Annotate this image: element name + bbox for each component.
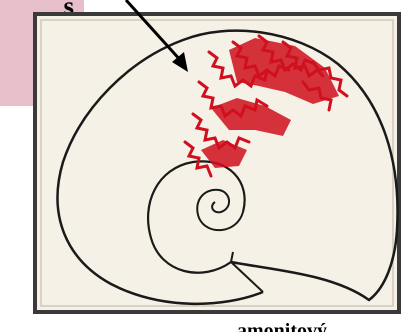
caption-text: amonitový: [237, 318, 327, 332]
caption-clip: amonitový: [0, 314, 401, 332]
ammonite-shell-drawing: [33, 12, 401, 314]
ammonite-picture: [33, 12, 401, 314]
